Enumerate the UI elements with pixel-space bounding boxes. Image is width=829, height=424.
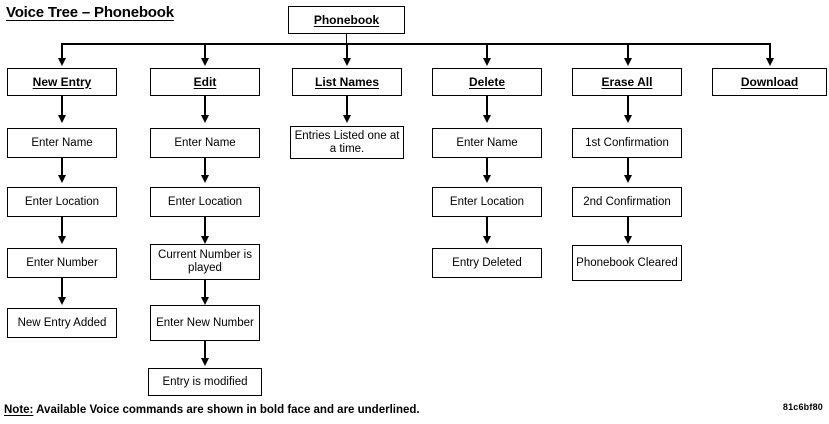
- connector-bus-to-col-1: [61, 43, 63, 61]
- connector-col-4-step-2: [486, 158, 488, 180]
- arrow-col-1-step-2: [57, 175, 66, 183]
- node-col-4-step-3[interactable]: Entry Deleted: [432, 248, 542, 278]
- arrow-bus-to-col-2: [200, 58, 209, 66]
- node-col-1-step-1[interactable]: Enter Name: [7, 128, 117, 158]
- node-label: Enter Location: [449, 195, 525, 208]
- node-label: New Entry Added: [17, 316, 107, 329]
- node-command-edit[interactable]: Edit: [150, 68, 260, 96]
- footer-note: Note: Available Voice commands are shown…: [4, 404, 420, 416]
- node-label: Delete: [468, 74, 506, 89]
- node-label: New Entry: [32, 74, 92, 89]
- node-label: Enter Name: [456, 136, 518, 149]
- arrow-col-1-step-1: [57, 115, 66, 123]
- node-col-1-step-3[interactable]: Enter Number: [7, 248, 117, 278]
- node-root-phonebook[interactable]: Phonebook: [288, 6, 405, 34]
- node-col-2-step-3[interactable]: Current Number is played: [150, 244, 260, 280]
- node-col-2-step-4[interactable]: Enter New Number: [150, 305, 260, 341]
- connector-col-2-step-5: [204, 341, 206, 363]
- arrow-col-5-step-3: [623, 236, 632, 244]
- node-label: 2nd Confirmation: [583, 195, 671, 208]
- node-label: Enter Number: [26, 256, 98, 269]
- connector-col-4-step-3: [486, 217, 488, 240]
- arrow-col-2-step-3: [200, 236, 209, 244]
- arrow-col-5-step-1: [623, 115, 632, 123]
- connector-bus-to-col-5: [627, 43, 629, 61]
- connector-col-4-step-1: [486, 96, 488, 120]
- connector-bus-to-col-6: [769, 43, 771, 61]
- arrow-col-1-step-3: [57, 236, 66, 244]
- connector-col-2-step-1: [204, 96, 206, 120]
- connector-col-5-step-1: [627, 96, 629, 120]
- node-col-5-step-3[interactable]: Phonebook Cleared: [572, 245, 682, 281]
- connector-col-5-step-2: [627, 158, 629, 180]
- arrow-col-2-step-4: [200, 297, 209, 305]
- node-col-2-step-1[interactable]: Enter Name: [150, 128, 260, 158]
- node-label: Entries Listed one at a time.: [294, 129, 400, 155]
- node-command-delete[interactable]: Delete: [432, 68, 542, 96]
- arrow-col-2-step-5: [200, 358, 209, 366]
- node-label: List Names: [314, 74, 380, 89]
- node-label: Enter Name: [31, 136, 93, 149]
- node-col-2-step-5[interactable]: Entry is modified: [148, 368, 262, 396]
- connector-col-2-step-4: [204, 280, 206, 302]
- node-command-download[interactable]: Download: [712, 68, 827, 96]
- arrow-col-2-step-2: [200, 175, 209, 183]
- connector-col-5-step-3: [627, 217, 629, 240]
- node-col-3-step-1[interactable]: Entries Listed one at a time.: [290, 126, 404, 159]
- arrow-col-2-step-1: [200, 115, 209, 123]
- node-col-2-step-2[interactable]: Enter Location: [150, 187, 260, 217]
- node-command-new-entry[interactable]: New Entry: [7, 68, 117, 96]
- node-label: Entry Deleted: [452, 256, 522, 269]
- connector-col-1-step-2: [61, 158, 63, 180]
- arrow-col-3-step-1: [342, 115, 351, 123]
- connector-bus: [62, 43, 771, 45]
- node-label: Current Number is played: [158, 249, 252, 274]
- arrow-col-4-step-3: [482, 236, 491, 244]
- connector-col-1-step-3: [61, 217, 63, 240]
- connector-col-2-step-2: [204, 158, 206, 180]
- node-col-5-step-2[interactable]: 2nd Confirmation: [572, 187, 682, 217]
- node-label: Enter Location: [24, 195, 100, 208]
- node-label: Phonebook: [313, 12, 380, 27]
- node-col-1-step-2[interactable]: Enter Location: [7, 187, 117, 217]
- node-command-erase-all[interactable]: Erase All: [572, 68, 682, 96]
- arrow-col-5-step-2: [623, 175, 632, 183]
- connector-root-stem: [345, 34, 348, 44]
- page-title: Voice Tree – Phonebook: [6, 4, 174, 21]
- connector-bus-to-col-2: [204, 43, 206, 61]
- arrow-col-1-step-4: [57, 297, 66, 305]
- node-col-4-step-1[interactable]: Enter Name: [432, 128, 542, 158]
- footer-note-text: Available Voice commands are shown in bo…: [36, 404, 420, 416]
- node-label: Phonebook Cleared: [576, 256, 678, 269]
- connector-col-2-step-3: [204, 217, 206, 240]
- connector-bus-to-col-3: [346, 43, 348, 61]
- node-label: Edit: [193, 74, 217, 89]
- arrow-col-4-step-1: [482, 115, 491, 123]
- node-command-list-names[interactable]: List Names: [292, 68, 402, 96]
- arrow-bus-to-col-5: [623, 58, 632, 66]
- connector-col-1-step-4: [61, 278, 63, 301]
- node-label: Enter Name: [174, 136, 236, 149]
- node-label: 1st Confirmation: [585, 136, 669, 149]
- connector-col-1-step-1: [61, 96, 63, 120]
- connector-col-3-step-1: [346, 96, 348, 120]
- node-col-4-step-2[interactable]: Enter Location: [432, 187, 542, 217]
- arrow-col-4-step-2: [482, 175, 491, 183]
- node-label: Download: [740, 74, 799, 89]
- arrow-bus-to-col-3: [342, 58, 351, 66]
- arrow-bus-to-col-1: [57, 58, 66, 66]
- document-id: 81c6bf80: [782, 402, 823, 412]
- footer-note-label: Note:: [4, 404, 34, 416]
- arrow-bus-to-col-6: [765, 58, 774, 66]
- node-label: Enter New Number: [156, 316, 254, 329]
- node-col-1-step-4[interactable]: New Entry Added: [7, 308, 117, 338]
- node-col-5-step-1[interactable]: 1st Confirmation: [572, 128, 682, 158]
- node-label: Erase All: [601, 74, 653, 89]
- connector-bus-to-col-4: [486, 43, 488, 61]
- arrow-bus-to-col-4: [482, 58, 491, 66]
- node-label: Enter Location: [167, 195, 243, 208]
- node-label: Entry is modified: [162, 375, 248, 388]
